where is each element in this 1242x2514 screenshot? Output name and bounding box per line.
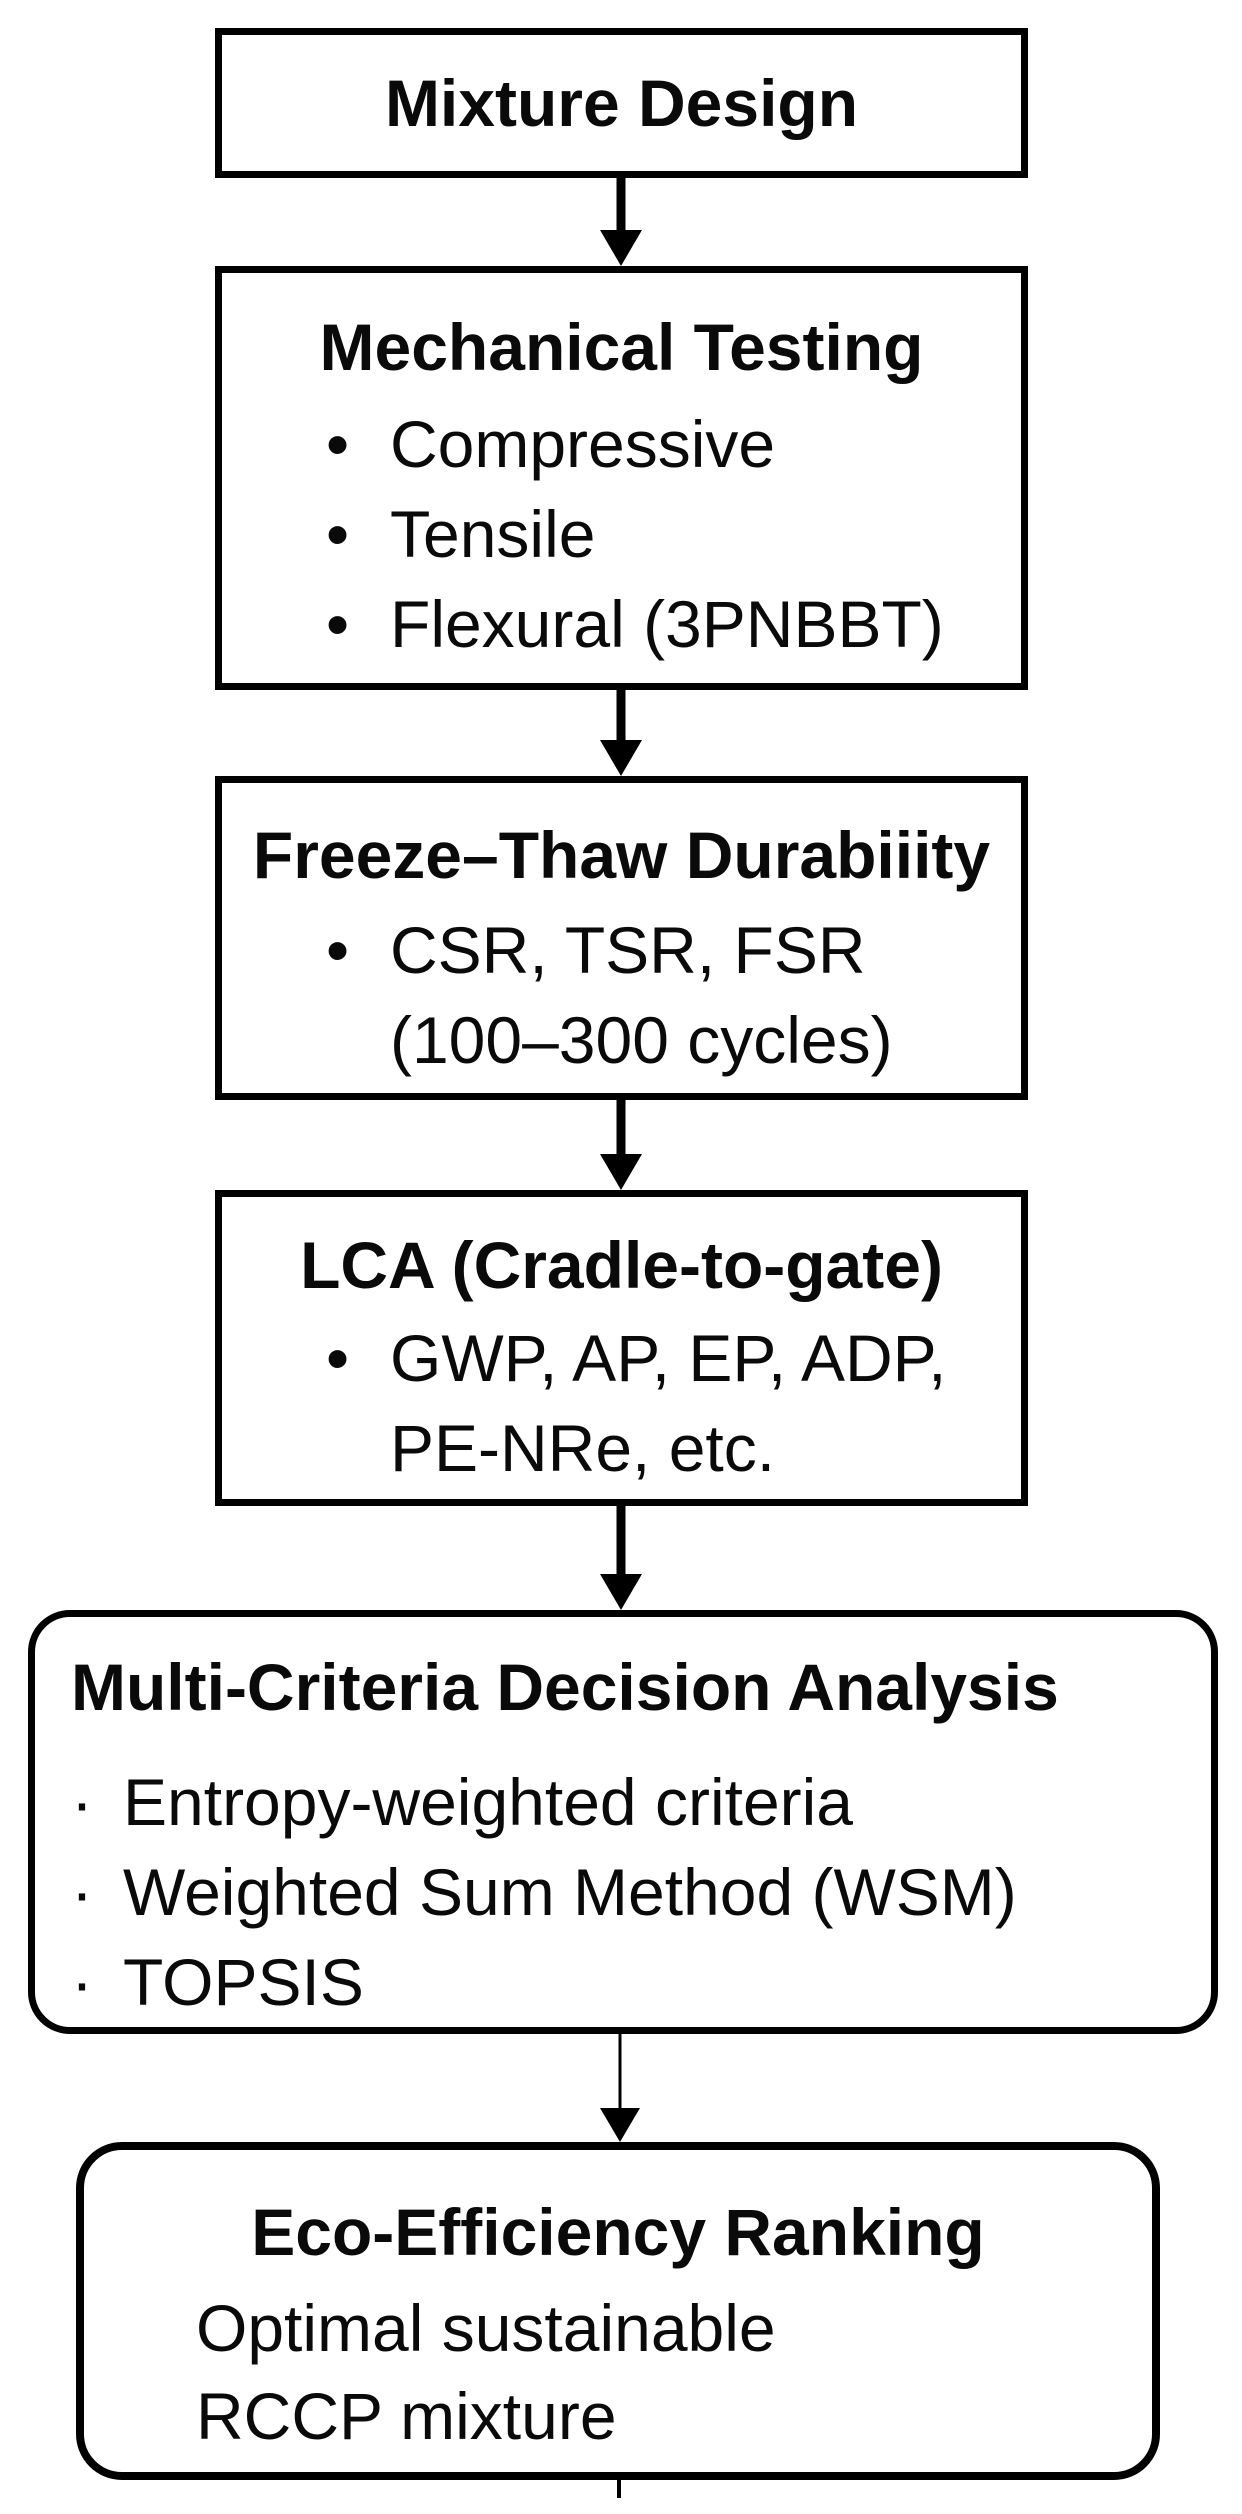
arrow-shaft — [616, 1100, 626, 1156]
list-item-text-continued: PE-NRe, etc. — [390, 1411, 776, 1485]
flow-box-freeze-thaw-durability: Freeze–Thaw Durabiiity • CSR, TSR, FSR (… — [215, 776, 1028, 1100]
bullet-icon: · — [71, 1945, 93, 2019]
list-item-text: GWP, AP, EP, ADP, — [390, 1321, 947, 1395]
list-item: · TOPSIS — [71, 1937, 1187, 2027]
flow-box-lca: LCA (Cradle-to-gate) • GWP, AP, EP, ADP,… — [215, 1190, 1028, 1506]
list-item-text: Weighted Sum Method (WSM) — [123, 1855, 1017, 1929]
list-item-text: Flexural (3PNBBT) — [390, 587, 944, 661]
arrowhead — [600, 230, 642, 266]
box-body-text: Optimal sustainable RCCP mixture — [84, 2284, 1152, 2460]
connector-stub-line — [617, 2480, 621, 2498]
flow-box-mixture-design: Mixture Design — [215, 28, 1028, 178]
arrowhead — [600, 740, 642, 776]
bullet-list: • GWP, AP, EP, ADP, PE-NRe, etc. — [222, 1313, 1021, 1493]
body-line: Optimal sustainable — [196, 2291, 776, 2365]
box-title: LCA (Cradle-to-gate) — [300, 1228, 943, 1302]
list-item: • CSR, TSR, FSR (100–300 cycles) — [222, 905, 1021, 1085]
arrow-down-icon — [600, 178, 642, 266]
bullet-icon: • — [326, 587, 350, 661]
list-item: · Weighted Sum Method (WSM) — [71, 1847, 1187, 1937]
box-title: Eco-Efficiency Ranking — [251, 2195, 985, 2269]
box-title: Freeze–Thaw Durabiiity — [252, 818, 991, 892]
bullet-icon: · — [71, 1765, 93, 1839]
list-item: • Compressive — [222, 399, 1021, 489]
list-item-text: TOPSIS — [123, 1945, 364, 2019]
list-item: • GWP, AP, EP, ADP, PE-NRe, etc. — [222, 1313, 1021, 1493]
body-line: RCCP mixture — [196, 2379, 617, 2453]
arrow-down-icon — [600, 1506, 642, 1610]
bullet-list: • Compressive • Tensile • Flexural (3PNB… — [222, 399, 1021, 669]
flow-box-mechanical-testing: Mechanical Testing • Compressive • Tensi… — [215, 266, 1028, 690]
arrowhead — [600, 2108, 640, 2142]
bullet-list: · Entropy-weighted criteria · Weighted S… — [71, 1757, 1187, 2027]
list-item-text: Tensile — [390, 497, 596, 571]
arrow-down-icon — [600, 690, 642, 776]
bullet-list: • CSR, TSR, FSR (100–300 cycles) — [222, 905, 1021, 1085]
bullet-icon: • — [326, 407, 350, 481]
list-item: · Entropy-weighted criteria — [71, 1757, 1187, 1847]
arrow-shaft — [616, 690, 626, 742]
flow-box-mcda: Multi-Criteria Decision Analysis · Entro… — [28, 1610, 1218, 2034]
bullet-icon: · — [71, 1855, 93, 1929]
box-title: Mechanical Testing — [319, 310, 924, 384]
box-title: Mixture Design — [384, 66, 859, 140]
arrow-shaft — [618, 2034, 622, 2110]
bullet-icon: • — [326, 1321, 350, 1395]
list-item: • Tensile — [222, 489, 1021, 579]
arrow-down-icon — [600, 2034, 640, 2142]
box-title: Multi-Criteria Decision Analysis — [71, 1650, 1059, 1724]
arrow-down-icon — [600, 1100, 642, 1190]
bullet-icon: • — [326, 913, 350, 987]
bullet-icon: • — [326, 497, 350, 571]
flow-box-eco-efficiency-ranking: Eco-Efficiency Ranking Optimal sustainab… — [76, 2142, 1160, 2480]
list-item-text-continued: (100–300 cycles) — [390, 1003, 893, 1077]
arrowhead — [600, 1574, 642, 1610]
list-item: • Flexural (3PNBBT) — [222, 579, 1021, 669]
list-item-text: Entropy-weighted criteria — [123, 1765, 853, 1839]
list-item-text: CSR, TSR, FSR — [390, 913, 866, 987]
arrowhead — [600, 1154, 642, 1190]
arrow-shaft — [616, 178, 626, 232]
arrow-shaft — [616, 1506, 626, 1578]
list-item-text: Compressive — [390, 407, 776, 481]
